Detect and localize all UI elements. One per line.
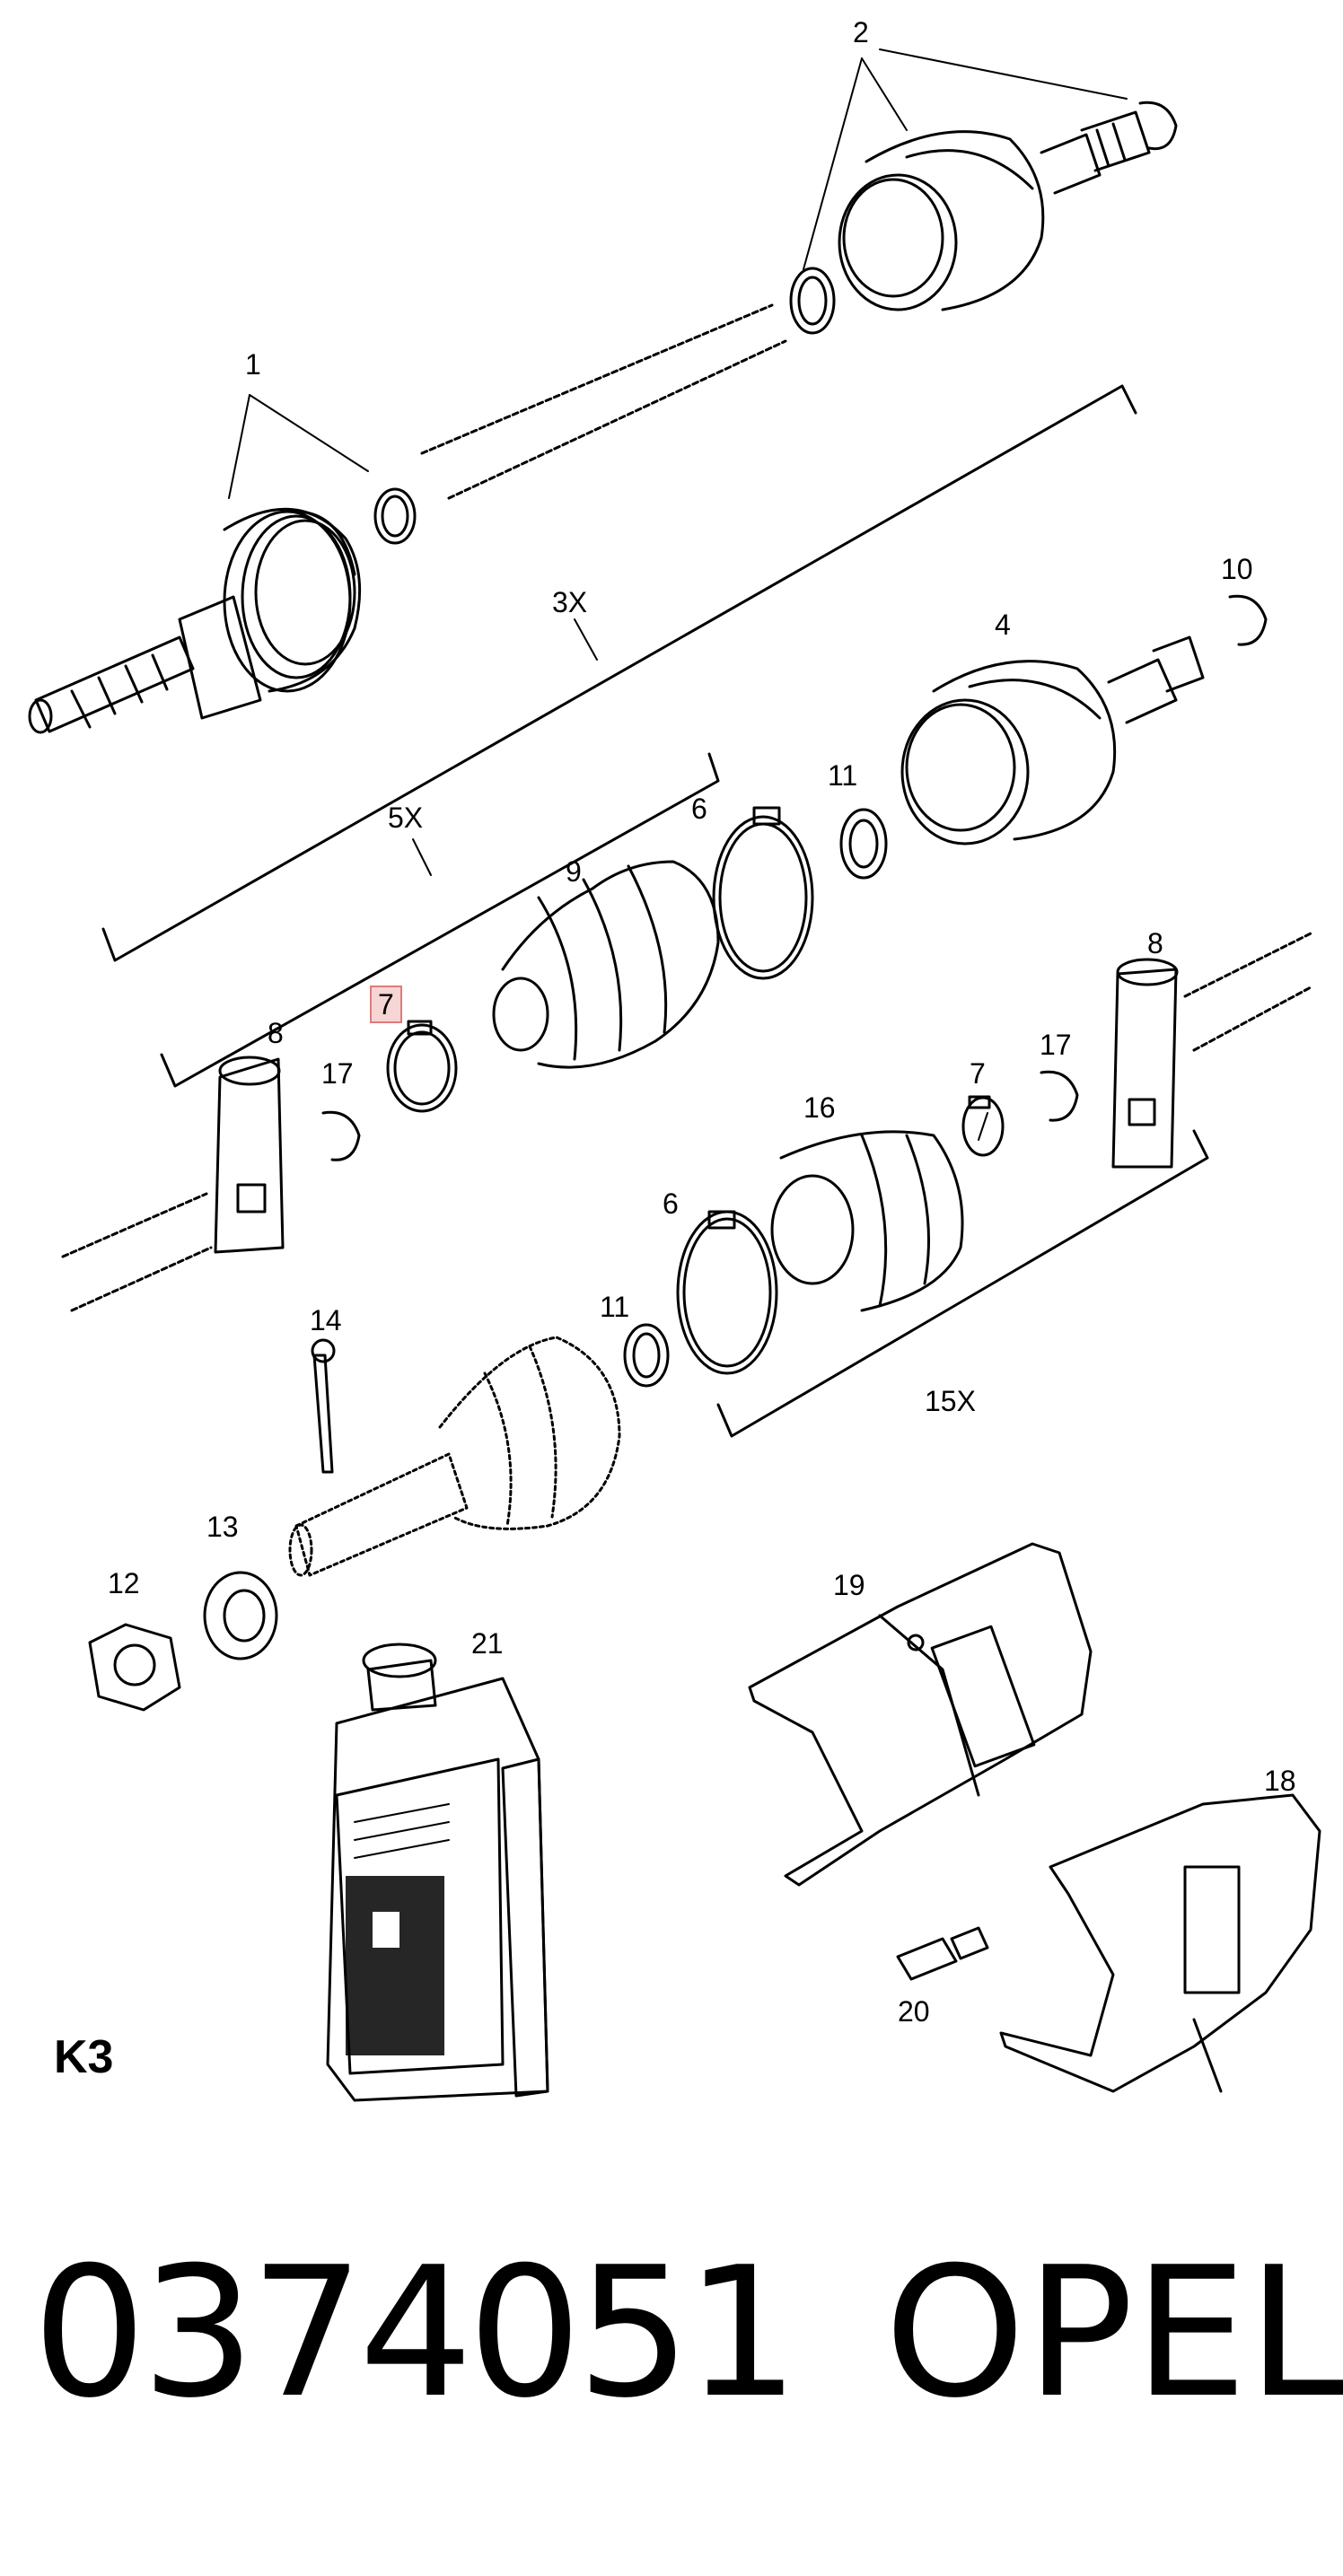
grease-tube-8b: [1111, 958, 1179, 1169]
boot-16: [770, 1130, 964, 1312]
drive-shaft-upper: [28, 303, 787, 734]
callout-18: 18: [1264, 1765, 1296, 1797]
callout-8b: 8: [1147, 927, 1163, 959]
callout-7b: 7: [970, 1057, 986, 1090]
circlip-1: [373, 487, 417, 545]
callout-16: 16: [803, 1091, 836, 1124]
callout-15x: 15X: [925, 1385, 976, 1417]
callout-1: 1: [245, 348, 261, 381]
exploded-parts-diagram: [28, 48, 1321, 2102]
heat-shield-18: [999, 1793, 1321, 2093]
callout-4: 4: [995, 609, 1011, 641]
callout-20: 20: [898, 1995, 930, 2028]
cv-joint-4: [900, 635, 1205, 846]
bracket-5x: [160, 752, 720, 1088]
drive-shaft-lower: [288, 1336, 621, 1577]
part-number: 0374051: [32, 2229, 800, 2438]
callout-13: 13: [206, 1511, 239, 1543]
callout-19: 19: [833, 1569, 865, 1601]
brand-name: OPEL: [884, 2229, 1343, 2438]
boot-9: [492, 860, 720, 1069]
circlip-2b: [1138, 101, 1178, 151]
callout-7-highlighted[interactable]: 7: [370, 986, 402, 1023]
grease-tube-8a: [214, 1056, 285, 1254]
washer-13: [203, 1571, 278, 1660]
callout-17b: 17: [1040, 1029, 1072, 1061]
circlip-11a: [839, 808, 888, 880]
bracket-3x: [101, 384, 1137, 962]
oil-bottle-21: [326, 1643, 549, 2102]
callout-3x: 3X: [552, 586, 588, 618]
bracket-15x: [716, 1129, 1209, 1438]
hose-clamp-7a: [386, 1020, 458, 1113]
callout-12: 12: [108, 1567, 140, 1599]
split-pin-14: [311, 1338, 336, 1474]
callout-8a: 8: [268, 1017, 284, 1049]
callout-2: 2: [853, 16, 869, 48]
band-clamp-6b: [676, 1210, 778, 1375]
callout-21: 21: [471, 1627, 504, 1660]
band-clamp-6a: [712, 806, 814, 980]
callout-6b: 6: [663, 1187, 679, 1220]
castle-nut-12: [88, 1623, 181, 1712]
sheet-code: K3: [54, 2031, 114, 2083]
leader-lines: [228, 48, 1128, 1141]
heat-shield-19: [748, 1542, 1093, 1887]
cv-joint-outer-1: [223, 507, 362, 693]
callout-10: 10: [1221, 553, 1253, 585]
circlip-17a: [321, 1110, 361, 1161]
callout-5x: 5X: [388, 802, 424, 834]
bolt-20: [896, 1926, 989, 1981]
callout-11b: 11: [600, 1291, 630, 1323]
callout-9: 9: [566, 855, 582, 888]
callout-14: 14: [310, 1304, 342, 1336]
circlip-17b: [1040, 1070, 1079, 1122]
callout-11a: 11: [828, 759, 858, 792]
circlip-2a: [789, 267, 836, 335]
callout-17a: 17: [321, 1057, 354, 1090]
circlip-10: [1228, 594, 1268, 646]
hose-clamp-7b: [961, 1095, 1005, 1157]
circlip-11b: [623, 1323, 670, 1388]
callout-6a: 6: [691, 793, 707, 825]
cv-joint-2: [838, 110, 1151, 311]
